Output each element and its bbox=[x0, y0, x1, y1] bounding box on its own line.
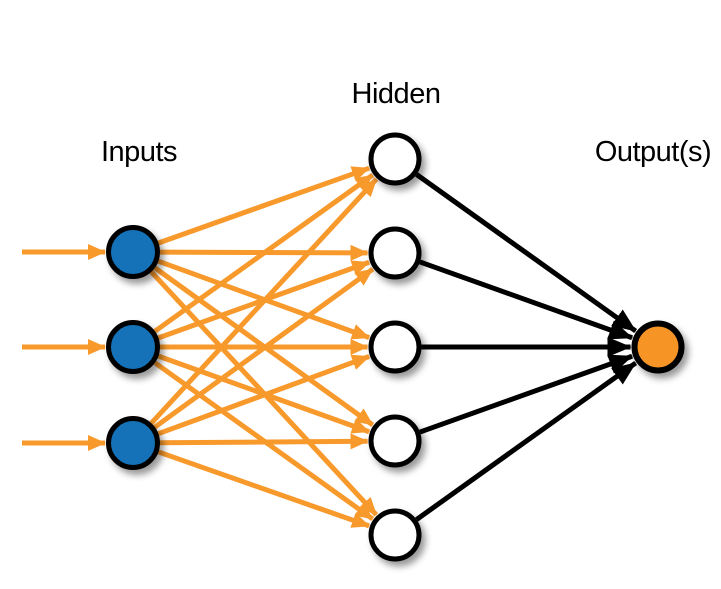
input-node bbox=[106, 225, 160, 279]
edge-hidden-to-output bbox=[419, 259, 634, 341]
edge-input-to-hidden bbox=[157, 449, 370, 529]
edge-hidden-to-output bbox=[415, 360, 638, 522]
input-node bbox=[106, 320, 160, 374]
hidden-node bbox=[368, 508, 422, 562]
inputs-layer-label: Inputs bbox=[101, 136, 178, 168]
edge-input-to-hidden bbox=[157, 165, 371, 246]
output-layer-label: Output(s) bbox=[594, 136, 712, 168]
edge-hidden-to-output bbox=[415, 172, 638, 334]
hidden-node bbox=[368, 132, 422, 186]
edge-input-to-hidden bbox=[157, 354, 371, 437]
edge-input-to-hidden bbox=[153, 267, 375, 430]
hidden-layer-label: Hidden bbox=[351, 78, 441, 110]
hidden-node bbox=[368, 320, 422, 374]
edge-input-to-hidden bbox=[159, 433, 369, 450]
hidden-node bbox=[368, 414, 422, 468]
hidden-node bbox=[368, 226, 422, 280]
edge-input-to-hidden bbox=[153, 173, 375, 334]
output-node bbox=[631, 320, 685, 374]
edge-input-to-hidden bbox=[149, 177, 379, 425]
input-node bbox=[106, 416, 160, 470]
edge-hidden-to-output bbox=[419, 353, 634, 435]
